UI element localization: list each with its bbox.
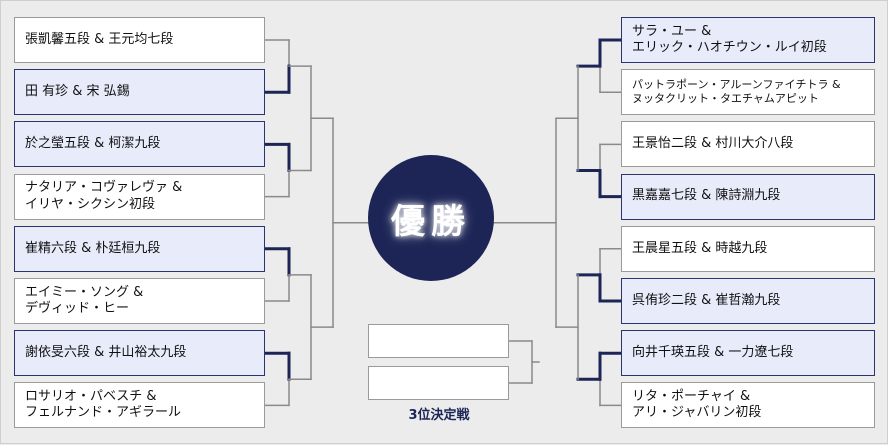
right-entry-1: サラ・ユー &エリック・ハオチウン・ルイ初段 [621,17,875,63]
right-entry-6: 呉侑珍二段 & 崔哲瀚九段 [621,278,875,324]
entry-line-2: ヌッタクリット・タエチャムアピット [632,92,819,106]
left-entry-2: 田 有珍 & 宋 弘錫 [14,69,265,116]
entry-line-1: リタ・ポーチャイ & [632,389,751,405]
entry-line-1: 王景怡二段 & 村川大介八段 [632,136,794,152]
entry-line-1: サラ・ユー & [632,23,712,39]
third-place-label: 3位決定戦 [408,408,470,423]
third-place-slot-2 [368,366,509,400]
left-entry-7: 謝依旻六段 & 井山裕太九段 [14,330,265,377]
entry-line-1: 黒嘉嘉七段 & 陳詩淵九段 [632,188,781,204]
left-entry-3: 於之瑩五段 & 柯潔九段 [14,121,265,168]
right-entry-8: リタ・ポーチャイ &アリ・ジャバリン初段 [621,382,875,429]
entry-line-2: フェルナンド・アギラール [25,405,182,421]
entry-line-1: エイミー・ソング & [25,284,144,300]
left-entry-5: 崔精六段 & 朴廷桓九段 [14,225,265,272]
entry-line-1: ナタリア・コヴァレヴァ & [25,180,183,196]
left-entry-8: ロサリオ・パベスチ &フェルナンド・アギラール [14,382,265,429]
right-entry-5: 王晨星五段 & 時越九段 [621,225,875,272]
entry-line-1: 謝依旻六段 & 井山裕太九段 [25,345,187,361]
entry-line-1: 王晨星五段 & 時越九段 [632,240,768,256]
third-place-slot-1 [368,324,509,358]
entry-line-1: ロサリオ・パベスチ & [25,389,157,405]
entry-line-1: 呉侑珍二段 & 崔哲瀚九段 [632,292,781,308]
right-entry-2: パットラポーン・アルーンファイチトラ &ヌッタクリット・タエチャムアピット [621,69,875,116]
entry-line-2: エリック・ハオチウン・ルイ初段 [632,40,827,55]
left-entry-6: エイミー・ソング &デヴィッド・ヒー [14,278,265,324]
entry-line-1: 張凱馨五段 & 王元均七段 [25,31,174,47]
champion-circle: 優勝 [368,155,494,281]
entry-line-1: 於之瑩五段 & 柯潔九段 [25,136,161,152]
left-entry-4: ナタリア・コヴァレヴァ &イリヤ・シクシン初段 [14,173,265,220]
right-entry-4: 黒嘉嘉七段 & 陳詩淵九段 [621,173,875,220]
champion-label: 優勝 [391,201,471,242]
entry-line-1: 崔精六段 & 朴廷桓九段 [25,240,161,256]
left-entry-1: 張凱馨五段 & 王元均七段 [14,17,265,63]
entry-line-2: アリ・ジャバリン初段 [632,405,762,421]
entry-line-1: 田 有珍 & 宋 弘錫 [25,84,130,100]
entry-line-2: デヴィッド・ヒー [25,301,130,316]
entry-line-1: 向井千瑛五段 & 一力遼七段 [632,345,794,361]
entry-line-1: パットラポーン・アルーンファイチトラ & [632,78,841,92]
right-entry-7: 向井千瑛五段 & 一力遼七段 [621,330,875,377]
entry-line-2: イリヤ・シクシン初段 [25,196,156,212]
right-entry-3: 王景怡二段 & 村川大介八段 [621,121,875,168]
